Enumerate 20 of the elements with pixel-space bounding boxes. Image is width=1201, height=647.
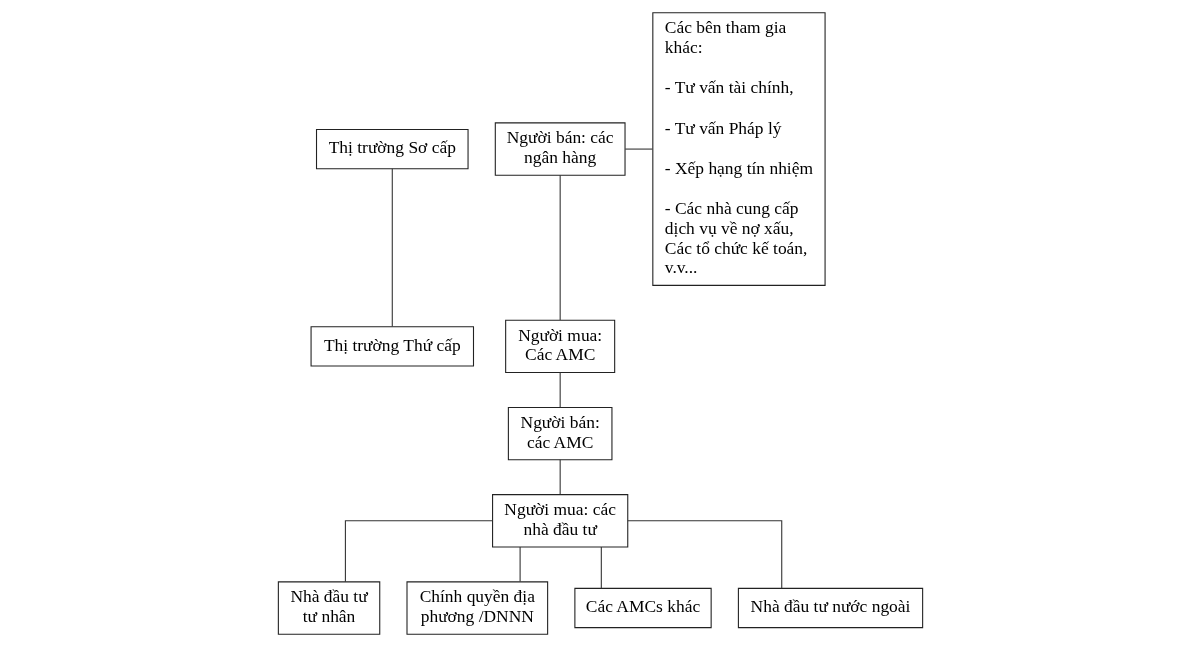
node-box: Nhà đầu tư nước ngoài xyxy=(737,587,924,629)
node-box: Các bên tham gia khác: - Tư vấn tài chính, - Tư vấn Pháp lý - Xếp hạng tín nhiệm - Các nhà cung cấp dịch vụ về nợ xấu, Các tổ chức kế toán, v.v... xyxy=(652,12,826,286)
node-box: Chính quyền địa phương /DNNN xyxy=(406,581,549,635)
node-box: Thị trường Sơ cấp xyxy=(315,128,469,170)
connector xyxy=(519,546,521,583)
node-box: Các AMCs khác xyxy=(574,587,712,629)
connector xyxy=(559,372,561,408)
node-box: Nhà đầu tư tư nhân xyxy=(277,581,381,635)
connector xyxy=(559,174,561,321)
connector xyxy=(391,168,393,328)
connector xyxy=(559,459,561,495)
node-box: Người bán: các AMC xyxy=(507,406,613,461)
connector xyxy=(600,546,602,589)
connector xyxy=(627,520,783,589)
node-box: Người mua: Các AMC xyxy=(505,319,616,374)
node-box: Người bán: các ngân hàng xyxy=(494,122,626,176)
connector xyxy=(344,520,494,583)
node-box: Thị trường Thứ cấp xyxy=(310,326,475,367)
node-box: Người mua: các nhà đầu tư xyxy=(492,494,629,548)
connector xyxy=(624,148,654,150)
